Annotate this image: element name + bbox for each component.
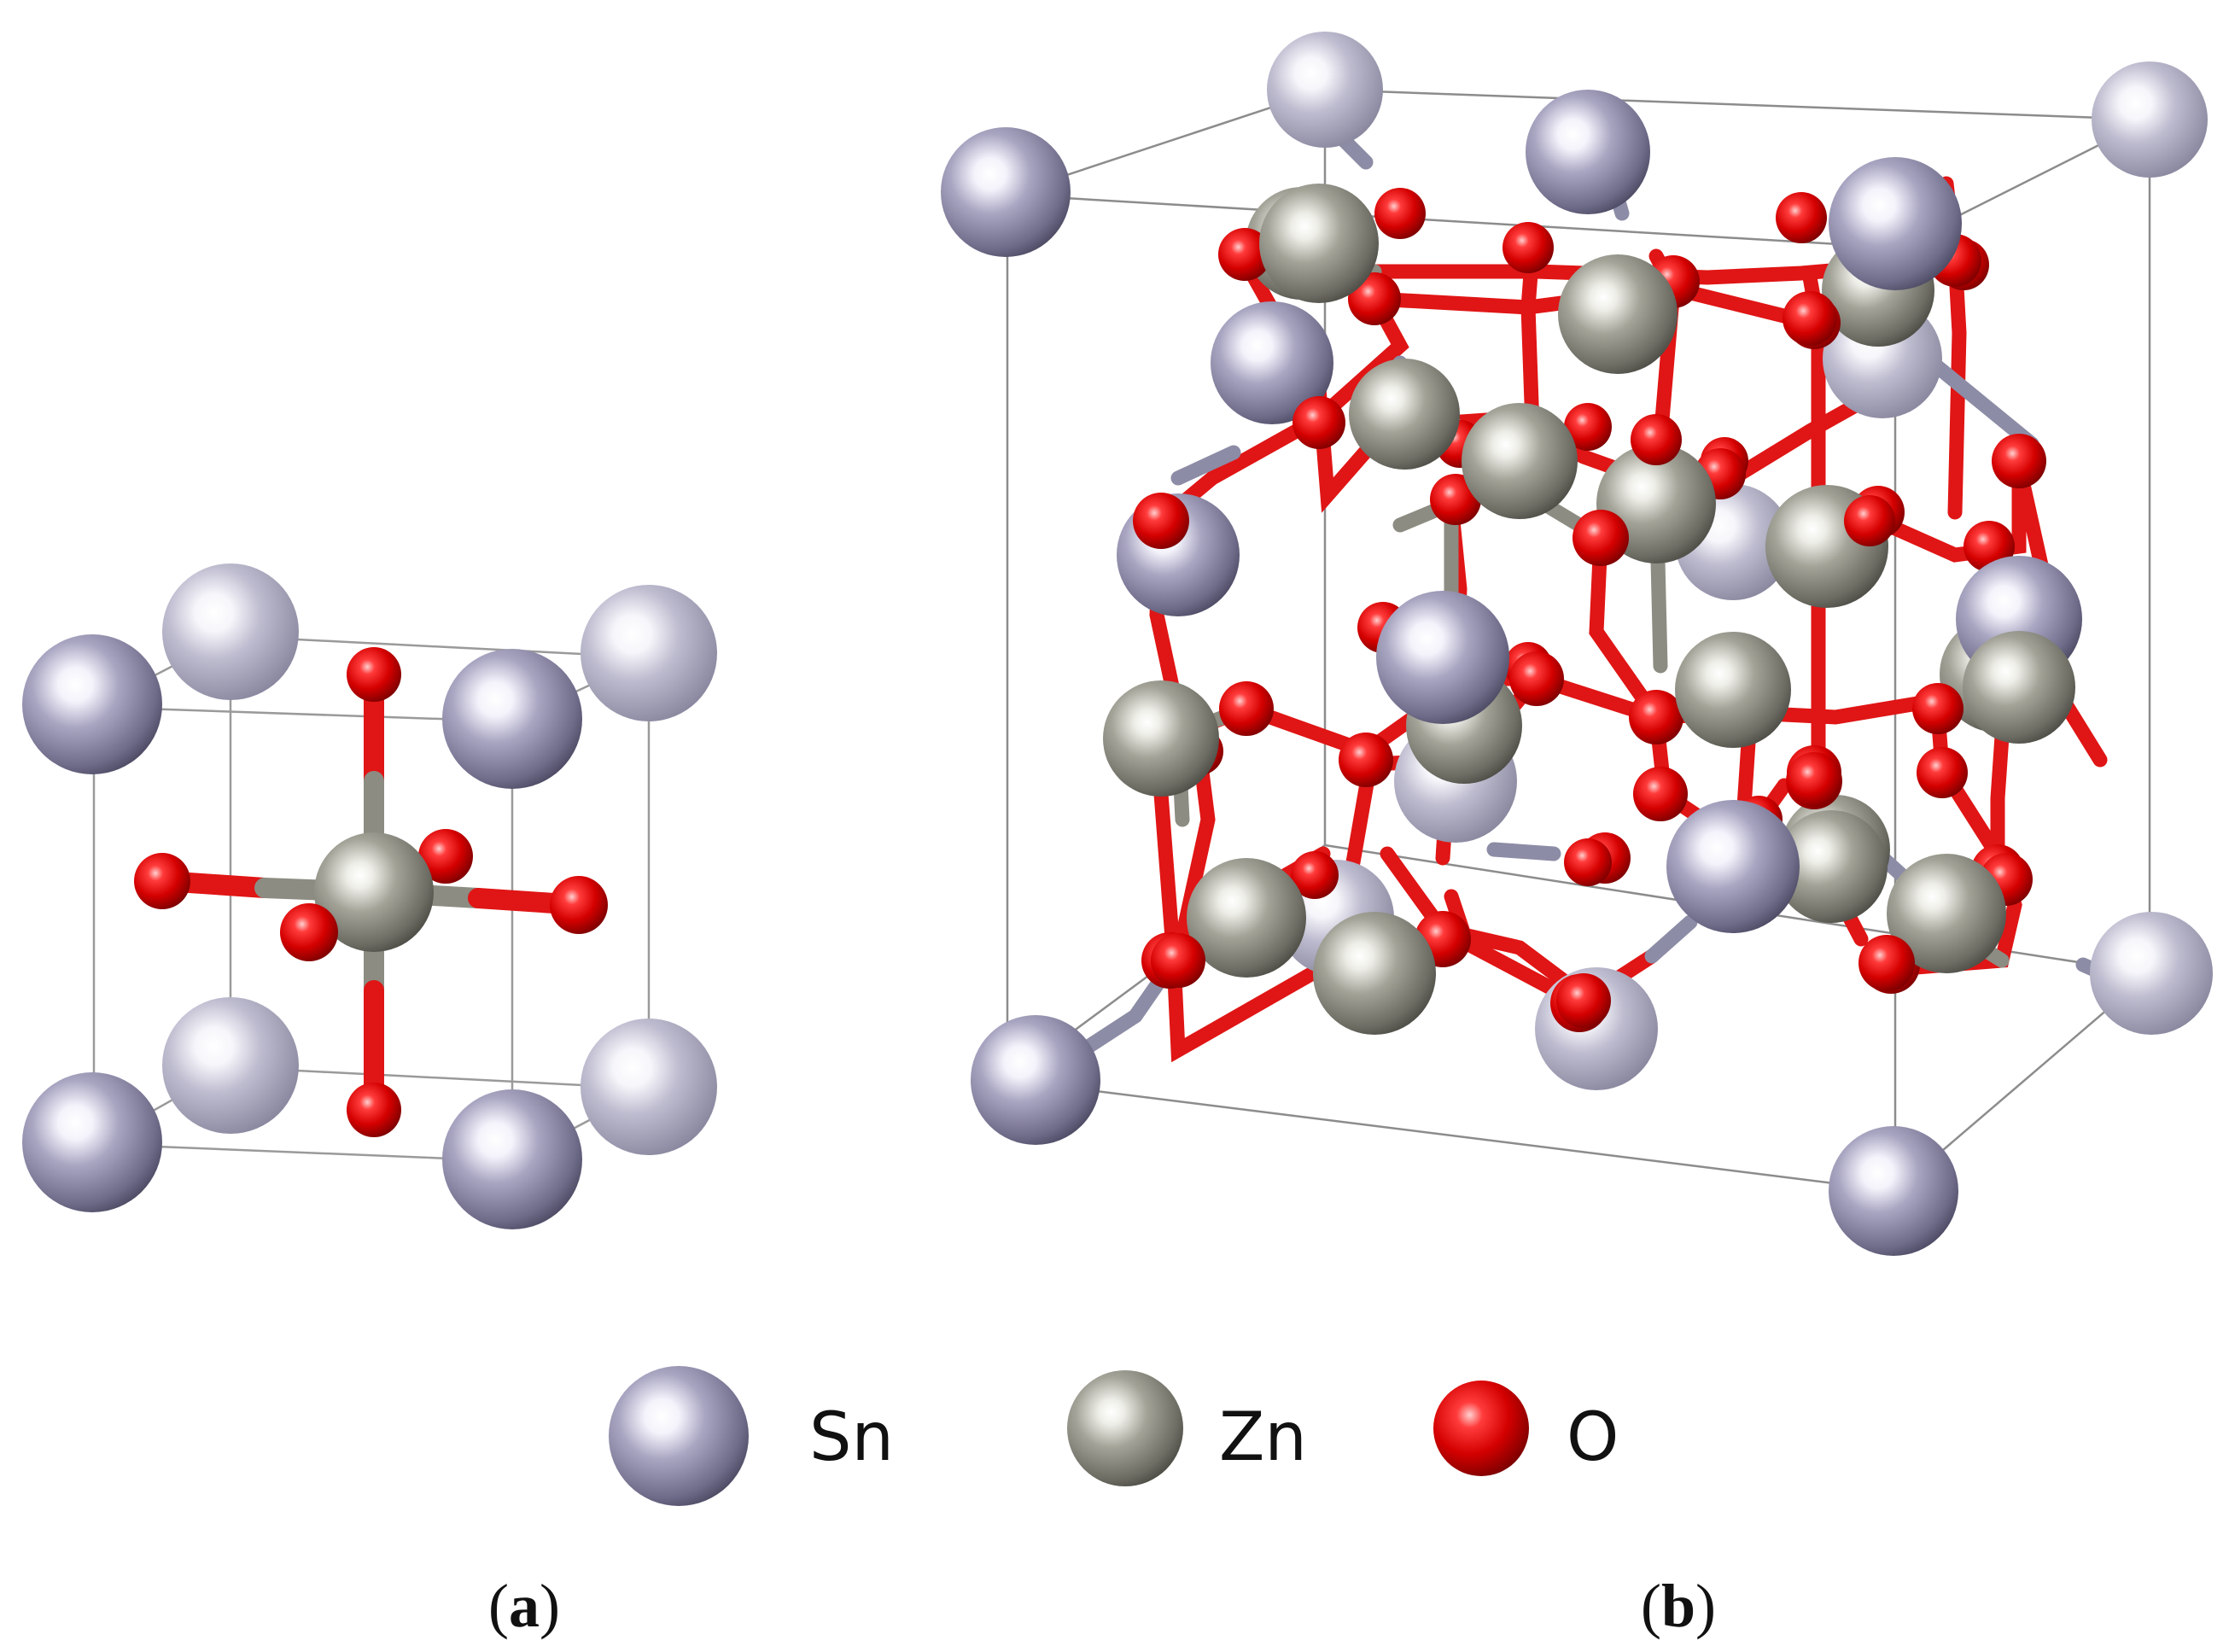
zn-atom (1963, 631, 2075, 744)
zn-atom (1187, 858, 1306, 978)
sn-atom (1526, 90, 1650, 214)
o-atom (1564, 403, 1612, 451)
sn-atom (1829, 157, 1962, 290)
o-atom (1291, 851, 1339, 899)
legend-o-label: O (1567, 1399, 1619, 1476)
sn-atom (1666, 800, 1800, 933)
sn-atom (941, 127, 1071, 257)
o-atom (347, 1083, 401, 1137)
legend-item-o: O (1433, 1381, 1619, 1476)
o-atom (1629, 690, 1683, 744)
sn-atom (971, 1015, 1100, 1145)
o-atom (1133, 493, 1189, 549)
sn-atom (22, 1072, 162, 1212)
zn-atom (1103, 680, 1219, 797)
o-atom (1374, 188, 1426, 239)
zn-atom (1462, 403, 1578, 519)
o-atom (1219, 681, 1274, 736)
o-atom (1858, 935, 1915, 991)
o-atom (1573, 510, 1629, 566)
zn-atom (314, 832, 434, 952)
legend-o-swatch (1433, 1381, 1529, 1476)
o-atom (1917, 747, 1968, 798)
o-atom (1992, 434, 2046, 488)
o-atom (1844, 495, 1895, 546)
legend-zn-label: Zn (1219, 1399, 1307, 1476)
legend-sn-swatch (609, 1366, 749, 1506)
legend-zn-swatch (1067, 1370, 1183, 1486)
o-atom (1631, 414, 1682, 465)
sn-atom (1376, 591, 1509, 724)
panel-label-b: (b) (1641, 1572, 1716, 1640)
legend-item-sn: Sn (609, 1366, 894, 1506)
sn-atom (581, 585, 717, 721)
o-atom (1151, 933, 1205, 988)
zn-atom (1887, 854, 2006, 973)
sn-atom (1829, 1126, 1958, 1256)
o-atom (1633, 767, 1688, 821)
sn-atom (162, 563, 299, 700)
o-atom (1292, 396, 1345, 449)
o-atom (418, 829, 473, 884)
panel-label-a: (a) (488, 1572, 560, 1640)
panel-b-structure (941, 32, 2213, 1256)
o-atom (280, 903, 338, 961)
zn-atom (1558, 254, 1678, 374)
sn-atom (2090, 912, 2213, 1035)
zn-atom (1259, 184, 1379, 303)
sn-atom (442, 649, 582, 789)
o-atom (1218, 228, 1271, 281)
legend: Sn Zn O (609, 1366, 1619, 1506)
sn-atom (1267, 32, 1383, 148)
o-atom (1912, 683, 1964, 734)
sn-atom (1211, 301, 1333, 424)
o-atom (550, 876, 608, 934)
legend-item-zn: Zn (1067, 1370, 1307, 1486)
sn-atom (581, 1019, 717, 1155)
o-atom (1776, 192, 1827, 243)
sn-atom (2092, 61, 2208, 178)
o-atom (1348, 272, 1401, 325)
o-atom (134, 853, 190, 909)
o-atom (1556, 973, 1611, 1028)
zn-atom (1775, 810, 1888, 923)
o-atom (1503, 222, 1554, 273)
sn-atom (22, 634, 162, 774)
o-atom (347, 647, 401, 702)
zn-atom (1313, 912, 1436, 1035)
o-atom (1783, 291, 1837, 346)
o-atom (1564, 838, 1612, 886)
zn-atom (1675, 632, 1791, 748)
legend-sn-label: Sn (809, 1399, 894, 1476)
sn-atom (162, 997, 299, 1134)
o-atom (1509, 651, 1564, 706)
o-atom (1787, 752, 1841, 807)
o-atom (1339, 733, 1393, 787)
panel-a-structure (22, 563, 717, 1229)
zn-atom (1349, 359, 1460, 470)
sn-atom (442, 1089, 582, 1229)
